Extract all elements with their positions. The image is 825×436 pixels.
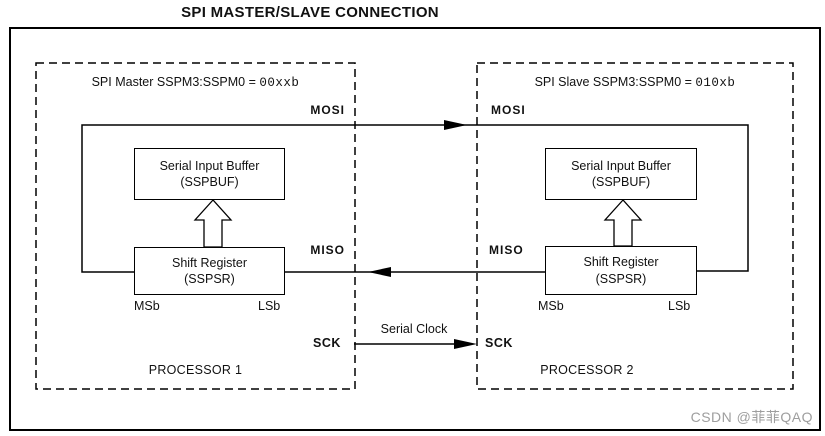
master-buffer-transfer-arrow [193,199,233,248]
mosi-label-master: MOSI [310,103,345,117]
slave-buffer-transfer-arrow [603,199,643,247]
sck-label-slave: SCK [485,336,513,350]
master-lsb-label: LSb [258,299,281,313]
master-sspbuf-line1: Serial Input Buffer [159,158,260,173]
diagram-title: SPI MASTER/SLAVE CONNECTION [181,4,439,21]
slave-sspsr-box: Shift Register (SSPSR) [545,246,697,295]
processor1-label: PROCESSOR 1 [148,363,243,377]
slave-sspsr-line1: Shift Register [583,255,659,270]
processor2-dashed-box [476,62,794,390]
master-header-text: SPI Master SSPM3:SSPM0 = [91,75,260,89]
mosi-arrowhead [444,120,467,130]
outer-frame [9,27,821,431]
processor2-label: PROCESSOR 2 [540,363,634,377]
master-mode-bits: 00xxb [259,76,300,90]
mosi-label-slave: MOSI [491,103,526,117]
miso-arrowhead [368,267,391,277]
slave-header: SPI Slave SSPM3:SSPM0 = 010xb [477,75,793,90]
processor1-dashed-box [35,62,356,390]
master-header: SPI Master SSPM3:SSPM0 = 00xxb [36,75,355,90]
slave-msb-label: MSb [538,299,564,313]
master-sspbuf-box: Serial Input Buffer (SSPBUF) [134,148,285,200]
master-sspbuf-line2: (SSPBUF) [180,175,239,189]
mosi-line [81,124,749,273]
serial-clock-label: Serial Clock [380,322,448,336]
slave-header-text: SPI Slave SSPM3:SSPM0 = [534,75,696,89]
watermark: CSDN @菲菲QAQ [690,409,813,425]
miso-label-slave: MISO [489,243,524,257]
sck-label-master: SCK [313,336,341,350]
master-sspsr-line1: Shift Register [171,255,248,270]
slave-sspbuf-box: Serial Input Buffer (SSPBUF) [545,148,697,200]
slave-mode-bits: 010xb [695,76,736,90]
slave-sspbuf-line1: Serial Input Buffer [571,158,671,173]
slave-sspbuf-line2: (SSPBUF) [591,175,651,189]
master-msb-label: MSb [134,299,160,313]
slave-sspsr-line2: (SSPSR) [595,271,647,286]
miso-label-master: MISO [310,243,345,257]
slave-lsb-label: LSb [668,299,691,313]
master-sspsr-box: Shift Register (SSPSR) [134,247,285,295]
sck-arrowhead [454,339,477,349]
master-sspsr-line2: (SSPSR) [184,272,235,286]
